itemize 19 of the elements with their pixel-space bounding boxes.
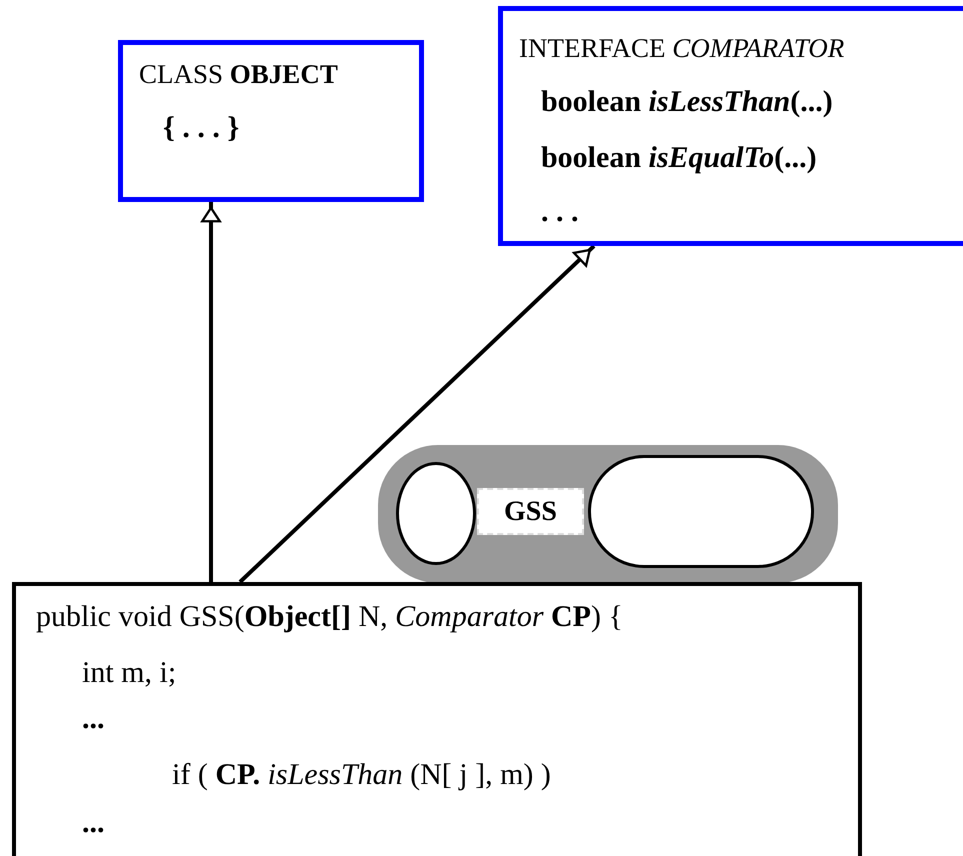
inheritance-arrow (238, 244, 596, 584)
heading-text: CLASS OBJECT (139, 59, 338, 90)
code-line: int m, i; (82, 656, 176, 690)
label-box (477, 488, 584, 535)
member-text: boolean isEqualTo(...) (541, 141, 817, 175)
member-text: . . . (541, 195, 578, 229)
code-line: if ( CP. isLessThan (N[ j ], m) ) (172, 758, 551, 792)
interface-box (498, 6, 963, 246)
member-text: { . . . } (163, 111, 240, 145)
component-capsule (378, 445, 838, 583)
code-line: public void GSS(Object[] N, Comparator CP) { (36, 600, 623, 634)
heading-text: INTERFACE COMPARATOR (519, 33, 844, 64)
class-box (118, 40, 424, 202)
code-box (12, 582, 862, 856)
code-line: ... (82, 702, 104, 736)
inheritance-arrow (201, 202, 221, 582)
component-name: GSS (503, 496, 558, 528)
member-text: boolean isLessThan(...) (541, 85, 833, 119)
code-line: ... (82, 806, 104, 840)
